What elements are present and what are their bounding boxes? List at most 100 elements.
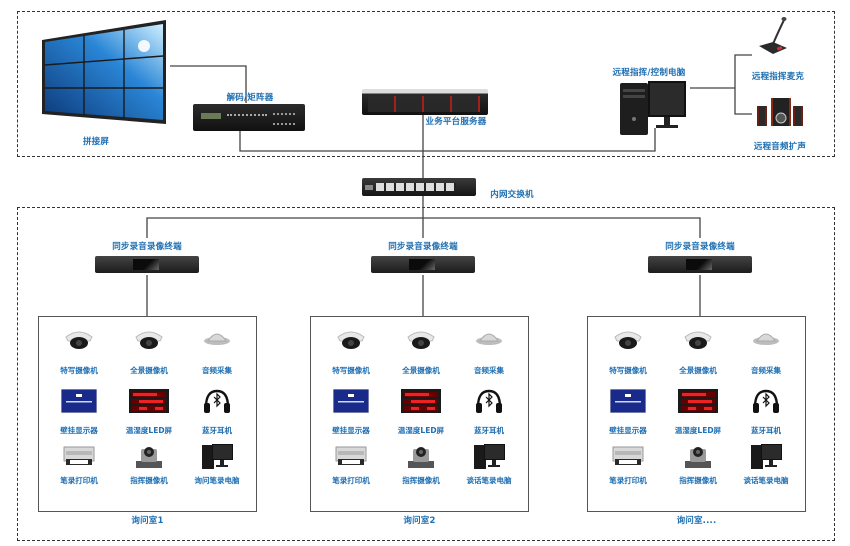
decoder-label: 解码/矩阵器 [226, 93, 274, 103]
room-device: 壁挂显示器 [593, 388, 663, 447]
room-device: 音频采集 [731, 329, 801, 387]
wire-branch-speaker [734, 88, 752, 115]
room-device: 音频采集 [182, 329, 252, 387]
room-name-label: 询问室1 [131, 516, 164, 526]
room-device-label: 温湿度LED屏 [125, 426, 173, 435]
room-device-label: 壁挂显示器 [60, 426, 98, 435]
room-device: 笔录打印机 [593, 443, 663, 501]
interrogation-zone [17, 207, 835, 541]
audio-pickup-icon [752, 329, 780, 351]
room-device-label: 全景摄像机 [679, 366, 717, 375]
bluetooth-headphones-icon [751, 389, 781, 419]
room-device-label: 特写摄像机 [332, 366, 370, 375]
room-device-label: 温湿度LED屏 [397, 426, 445, 435]
room-device-label: 笔录打印机 [609, 476, 647, 485]
interrogation-room-2: 特写摄像机 全景摄像机 音频采集壁挂显示器温湿度LED屏蓝牙耳机笔录打印机 指挥摄像机… [310, 316, 529, 512]
av-recorder-terminal-3 [648, 256, 752, 273]
dome-camera-icon [134, 329, 164, 355]
desktop-computer-icon [749, 443, 783, 475]
room-device: 特写摄像机 [44, 329, 114, 387]
network-switch-icon [362, 178, 476, 196]
printer-icon [334, 443, 368, 471]
room-device-label: 询问笔录电脑 [194, 476, 240, 485]
remote-speaker-label: 远程音频扩声 [753, 142, 807, 152]
room-device: 全景摄像机 [386, 329, 456, 387]
decoder-matrix-icon [193, 104, 305, 131]
wire-wall-decoder [170, 65, 247, 103]
room-device: 蓝牙耳机 [182, 389, 252, 447]
ptz-camera-icon [134, 443, 164, 473]
terminal-label-2: 同步录音录像终端 [388, 242, 458, 252]
room-name-label: 询问室.... [676, 516, 717, 526]
led-screen-icon [401, 389, 441, 417]
led-screen-icon [678, 389, 718, 417]
remote-pc-label: 远程指挥/控制电脑 [612, 68, 686, 78]
room-device: 特写摄像机 [316, 329, 386, 387]
room-device-label: 特写摄像机 [60, 366, 98, 375]
room-device: 指挥摄像机 [663, 443, 733, 501]
room-device: 壁挂显示器 [316, 388, 386, 447]
interrogation-room-3: 特写摄像机 全景摄像机 音频采集壁挂显示器温湿度LED屏 蓝牙耳机笔录打印机 指挥摄像机… [587, 316, 806, 512]
room-device-label: 音频采集 [202, 366, 232, 375]
dome-camera-icon [613, 329, 643, 355]
room-device: 音频采集 [454, 329, 524, 387]
room-device: 指挥摄像机 [114, 443, 184, 501]
interrogation-room-1: 特写摄像机 全景摄像机 音频采集壁挂显示器 温湿度LED屏蓝牙耳机笔录打印机指挥摄像机… [38, 316, 257, 512]
room-device-label: 指挥摄像机 [679, 476, 717, 485]
desktop-computer-icon [620, 81, 686, 135]
room-device-label: 全景摄像机 [402, 366, 440, 375]
room-device: 笔录打印机 [44, 443, 114, 501]
dome-camera-icon [336, 329, 366, 355]
room-device-label: 指挥摄像机 [130, 476, 168, 485]
room-device-label: 蓝牙耳机 [751, 426, 781, 435]
room-device: 询问笔录电脑 [182, 443, 252, 501]
room-device: 特写摄像机 [593, 329, 663, 387]
control-center-zone [17, 11, 835, 157]
microphone-icon [759, 17, 787, 54]
printer-icon [611, 443, 645, 471]
room-device: 蓝牙耳机 [454, 389, 524, 447]
remote-speaker [757, 96, 803, 132]
terminal-label-3: 同步录音录像终端 [665, 242, 735, 252]
room-device-label: 谈话笔录电脑 [743, 476, 789, 485]
room-device: 温湿度LED屏 [386, 389, 456, 447]
audio-pickup-icon [203, 329, 231, 351]
room-device-label: 音频采集 [474, 366, 504, 375]
room-device-label: 笔录打印机 [332, 476, 370, 485]
dome-camera-icon [64, 329, 94, 355]
terminal-label-1: 同步录音录像终端 [112, 242, 182, 252]
desktop-computer-icon [200, 443, 234, 475]
room-device: 谈话笔录电脑 [731, 443, 801, 501]
room-device-label: 特写摄像机 [609, 366, 647, 375]
room-device: 笔录打印机 [316, 443, 386, 501]
bluetooth-headphones-icon [202, 389, 232, 419]
room-device-label: 指挥摄像机 [402, 476, 440, 485]
remote-mic [755, 16, 795, 60]
dome-camera-icon [406, 329, 436, 355]
wire-branch-mic [734, 54, 752, 88]
room-device: 全景摄像机 [114, 329, 184, 387]
ptz-camera-icon [406, 443, 436, 473]
video-wall [40, 18, 168, 130]
dome-camera-icon [683, 329, 713, 355]
room-device-label: 温湿度LED屏 [674, 426, 722, 435]
server-label: 业务平台服务器 [425, 117, 487, 127]
room-device: 全景摄像机 [663, 329, 733, 387]
ptz-camera-icon [683, 443, 713, 473]
led-screen-icon [129, 389, 169, 417]
desktop-computer-icon [472, 443, 506, 475]
av-recorder-terminal-1 [95, 256, 199, 273]
room-device: 蓝牙耳机 [731, 389, 801, 447]
room-device: 壁挂显示器 [44, 388, 114, 447]
room-device: 温湿度LED屏 [114, 389, 184, 447]
bluetooth-headphones-icon [474, 389, 504, 419]
room-name-label: 询问室2 [403, 516, 436, 526]
video-wall-label: 拼接屏 [82, 137, 110, 147]
room-device-label: 全景摄像机 [130, 366, 168, 375]
room-device: 谈话笔录电脑 [454, 443, 524, 501]
room-device: 温湿度LED屏 [663, 389, 733, 447]
remote-pc [618, 79, 688, 145]
av-recorder-terminal-2 [371, 256, 475, 273]
remote-mic-label: 远程指挥麦克 [751, 72, 805, 82]
